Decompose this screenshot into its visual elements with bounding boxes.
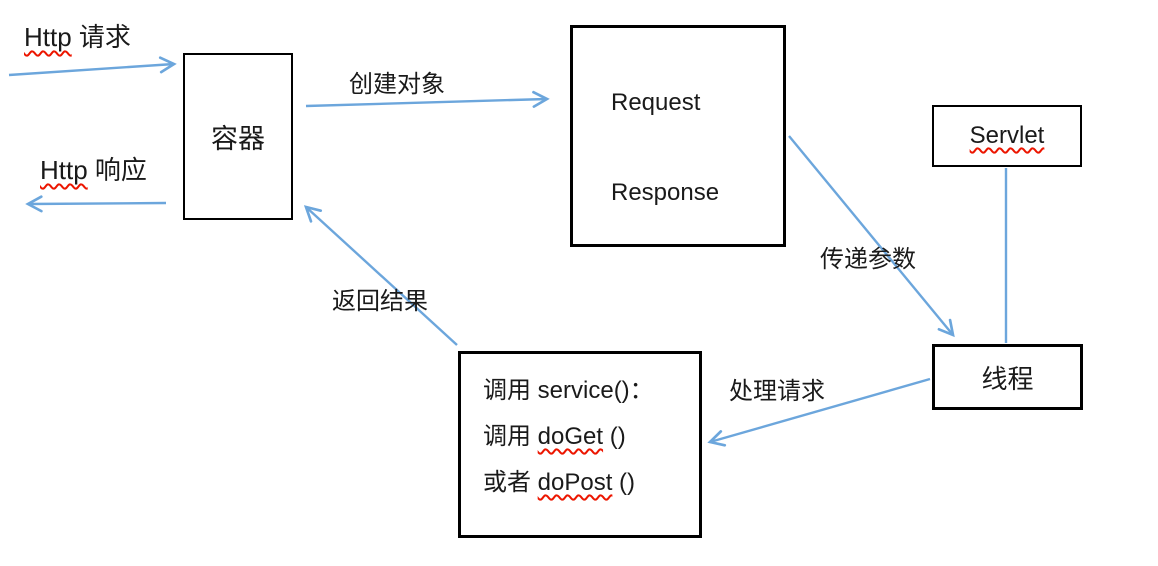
service-line-1-prefix: 调用: [483, 377, 538, 404]
pass-params-arrow: [788, 135, 955, 338]
pass-params-label: 传递参数: [820, 246, 916, 273]
http-response-arrow: [25, 195, 167, 213]
http-response-label: Http 响应: [40, 150, 147, 187]
service-line-3-prefix: 或者: [483, 469, 538, 496]
create-object-label: 创建对象: [349, 71, 445, 98]
servlet-box: Servlet: [932, 105, 1082, 167]
service-line-1-code: service()：: [537, 377, 654, 404]
http-response-word-http: Http: [40, 155, 88, 185]
container-box: 容器: [183, 53, 293, 220]
handle-request-arrow: [707, 377, 931, 447]
create-object-arrow: [305, 90, 550, 108]
service-line-3-suffix: (): [612, 469, 636, 496]
service-box: 调用 service()： 调用 doGet () 或者 doPost (): [458, 351, 702, 538]
thread-label: 线程: [981, 363, 1034, 394]
service-line-3: 或者 doPost (): [483, 460, 635, 506]
return-result-arrow: [303, 205, 458, 346]
service-line-2-prefix: 调用: [483, 423, 538, 450]
service-line-2: 调用 doGet (): [483, 414, 626, 460]
http-request-arrow: [8, 56, 177, 77]
return-result-label: 返回结果: [332, 288, 428, 315]
request-label: Request: [611, 89, 701, 116]
response-label: Response: [611, 179, 720, 206]
service-line-3-code: doPost: [537, 469, 613, 496]
container-label: 容器: [211, 124, 265, 154]
http-request-word-zh: 请求: [71, 22, 131, 52]
service-line-1: 调用 service()：: [483, 368, 654, 414]
http-request-word-http: Http: [24, 22, 72, 52]
request-response-box: Request Response: [570, 25, 786, 247]
servlet-label: Servlet: [969, 122, 1045, 149]
thread-box: 线程: [932, 344, 1083, 410]
service-line-2-code: doGet: [537, 423, 604, 450]
http-response-word-zh: 响应: [87, 155, 147, 185]
service-line-2-suffix: (): [603, 423, 626, 450]
http-request-label: Http 请求: [24, 17, 131, 54]
handle-request-label: 处理请求: [729, 378, 825, 405]
